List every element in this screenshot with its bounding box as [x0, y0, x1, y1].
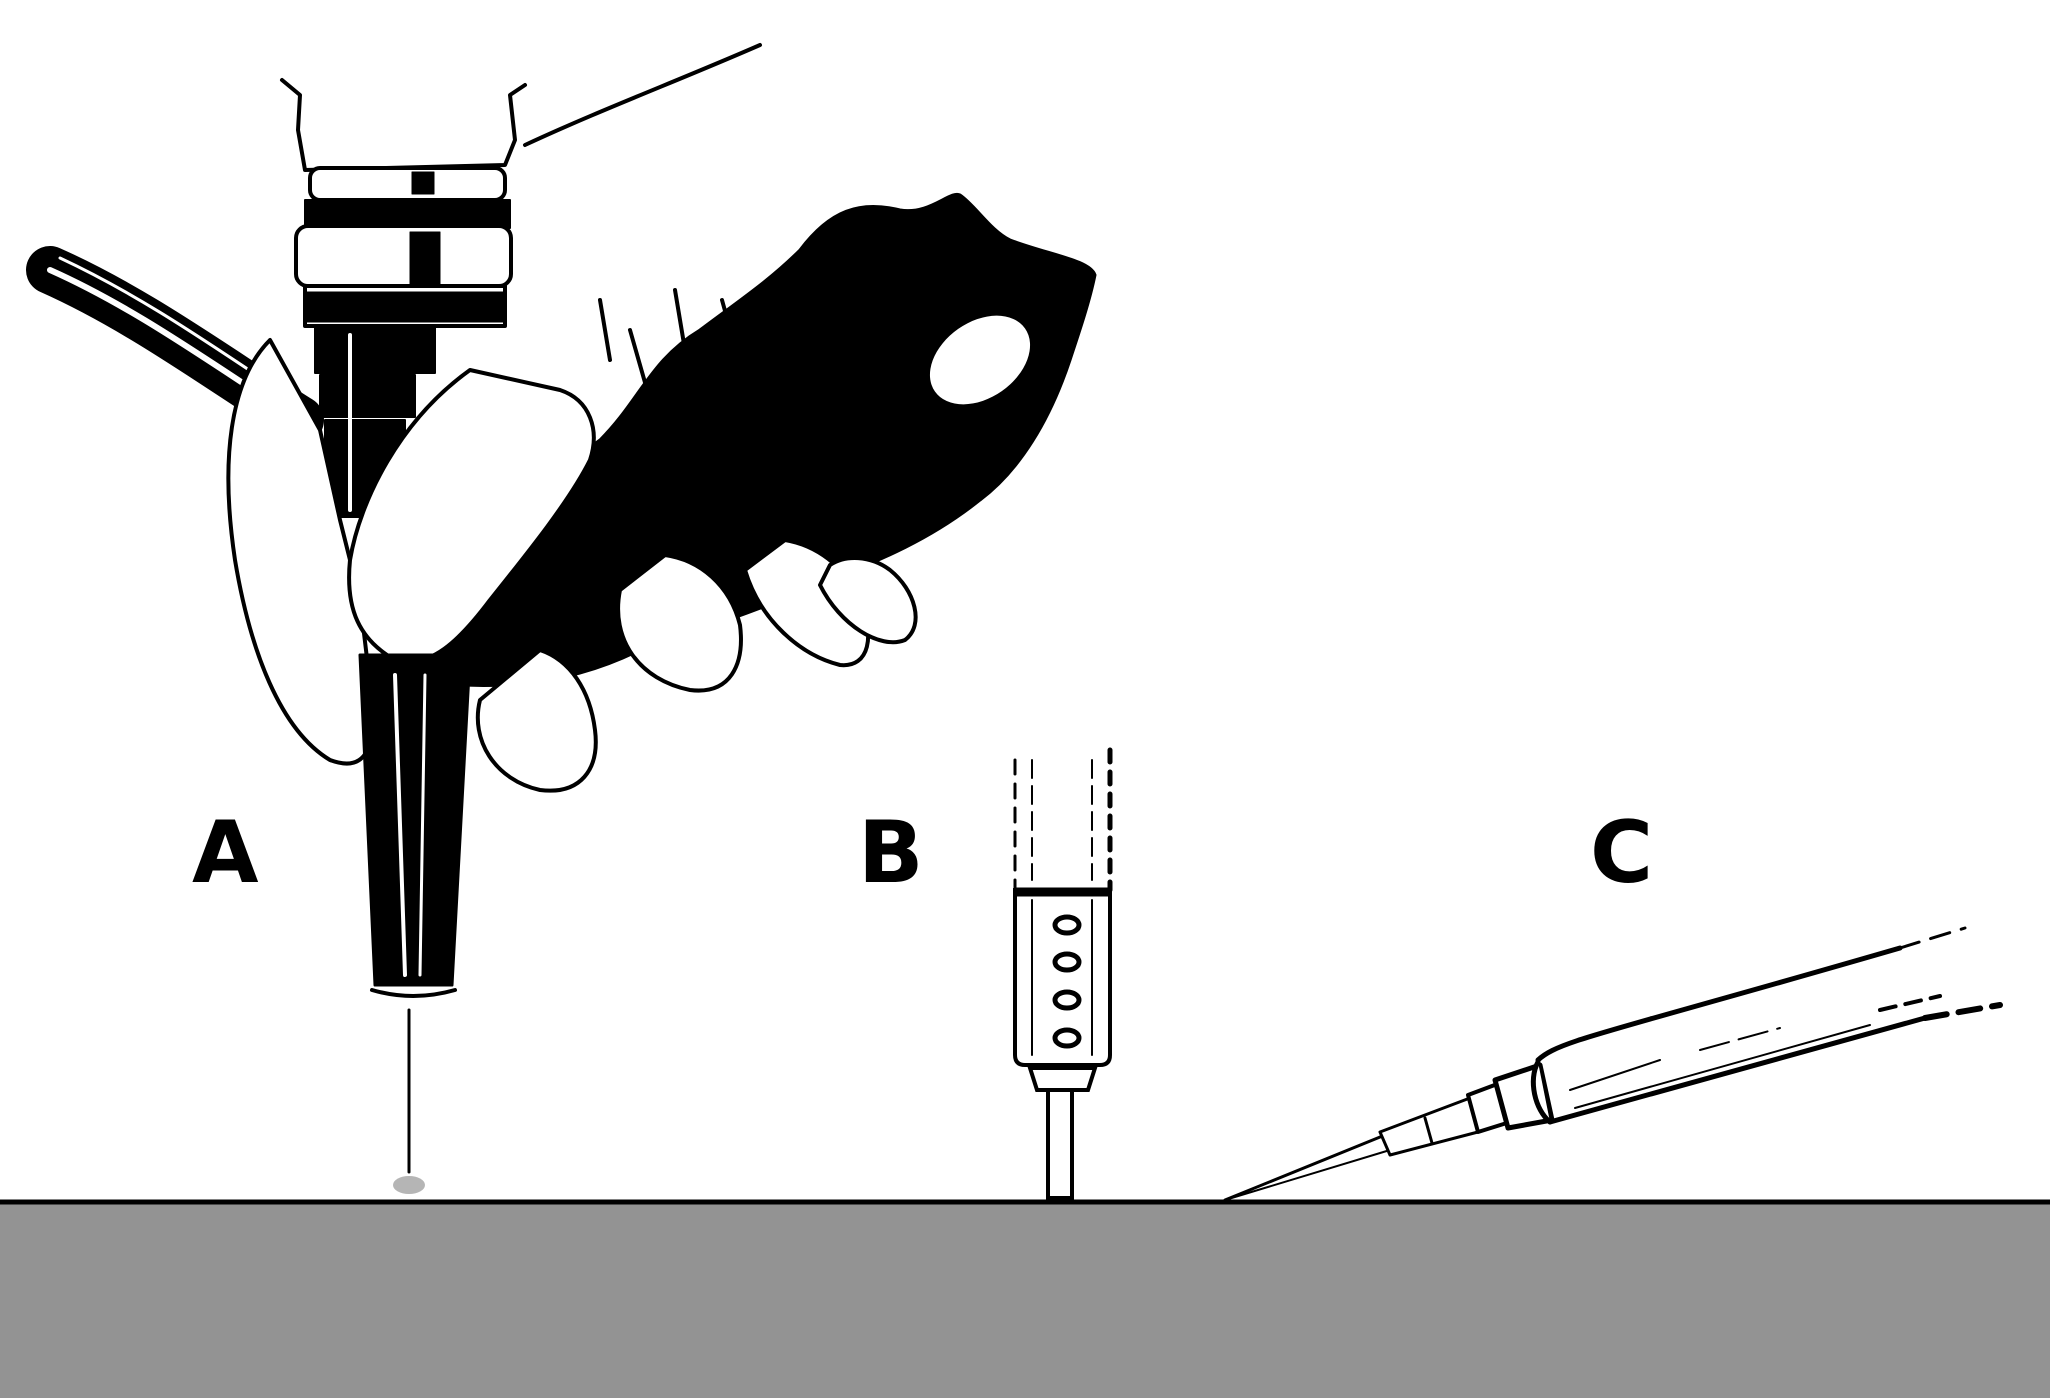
middle-finger	[475, 648, 598, 793]
surface	[0, 1202, 2050, 1398]
panel-a-handpiece-in-hand	[26, 43, 1097, 1194]
vent-hole	[1052, 951, 1082, 973]
vent-hole	[1052, 989, 1082, 1011]
nozzle	[358, 653, 472, 987]
panel-label-b: B	[858, 803, 924, 903]
vent-hole	[1052, 1027, 1082, 1049]
panel-label-a: A	[192, 803, 259, 903]
ring-finger	[616, 553, 743, 693]
vent-hole	[1052, 914, 1082, 936]
glove-opening	[929, 315, 1031, 405]
finger-tip	[818, 556, 918, 645]
cord-line	[523, 43, 762, 147]
glove-dark	[358, 192, 1097, 688]
glove-fringe	[598, 288, 772, 432]
panel-b-probe	[1013, 747, 1113, 1200]
wrist-cuff	[280, 78, 527, 172]
panel-c-angled-probe	[1223, 926, 2003, 1202]
contact-point-a	[393, 1176, 425, 1194]
panel-label-c: C	[1590, 803, 1653, 903]
